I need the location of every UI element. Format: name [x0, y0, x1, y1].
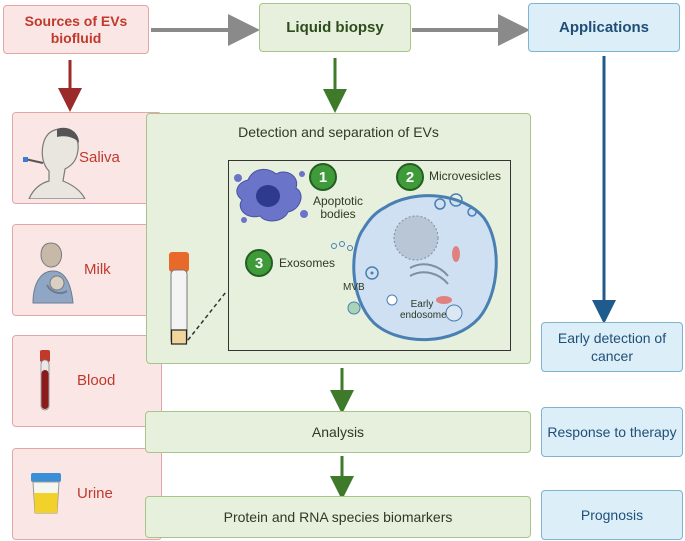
source-saliva: Saliva	[12, 112, 162, 204]
microvesicle-icon	[434, 193, 477, 217]
source-label-blood: Blood	[77, 372, 116, 389]
liquid-biopsy-header: Liquid biopsy	[259, 3, 411, 52]
analysis-box: Analysis	[145, 411, 531, 453]
milk-icon	[32, 242, 74, 304]
early-endosome-label: Early endosome	[400, 299, 447, 321]
exosomes-label: Exosomes	[279, 256, 336, 270]
apoptotic-body-icon	[234, 169, 308, 223]
badge-3: 3	[245, 249, 273, 277]
application-early-detection: Early detection of cancer	[541, 322, 683, 372]
sources-header: Sources of EVs biofluid	[3, 5, 149, 54]
application-prognosis: Prognosis	[541, 490, 683, 540]
detection-title: Detection and separation of EVs	[238, 124, 439, 140]
source-urine: Urine	[12, 448, 162, 540]
source-label-urine: Urine	[77, 485, 113, 502]
sample-tube-icon	[169, 252, 189, 345]
saliva-icon	[23, 127, 86, 199]
mvb-label: MVB	[343, 282, 365, 293]
badge-1: 1	[309, 163, 337, 191]
source-milk: Milk	[12, 224, 162, 316]
microvesicles-label: Microvesicles	[429, 169, 502, 183]
biomarkers-box: Protein and RNA species biomarkers	[145, 496, 531, 538]
source-label-milk: Milk	[84, 261, 111, 278]
exosome-dots-icon	[331, 241, 353, 251]
source-label-saliva: Saliva	[79, 149, 120, 166]
applications-header: Applications	[528, 3, 680, 52]
urine-cup-icon	[31, 473, 61, 514]
blood-tube-icon	[40, 350, 50, 411]
application-response-therapy: Response to therapy	[541, 407, 683, 457]
source-blood: Blood	[12, 335, 162, 427]
badge-2: 2	[396, 163, 424, 191]
apoptotic-bodies-label: Apoptotic bodies	[312, 194, 364, 221]
zoom-connector	[187, 291, 227, 341]
